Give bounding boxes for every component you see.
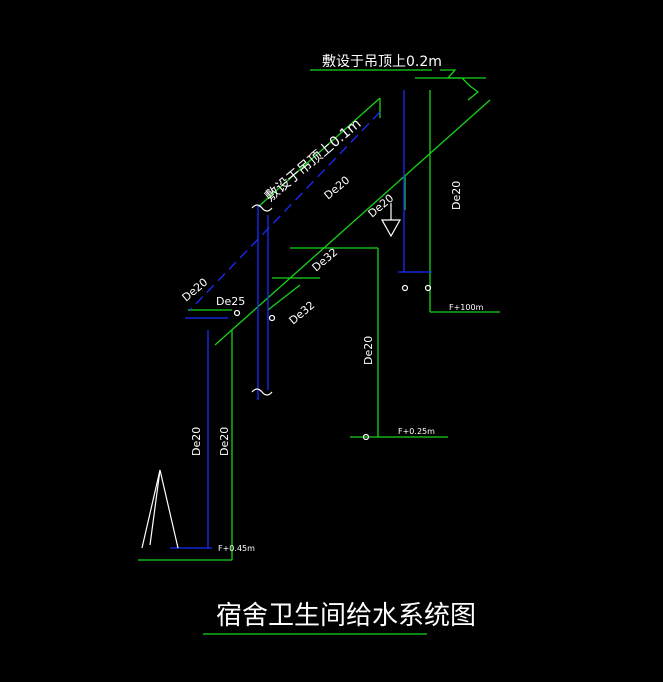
label-de20-left-short: De20 (180, 276, 211, 305)
label-de25: De25 (216, 295, 245, 308)
outlet-1 (401, 284, 409, 292)
outlet-2 (424, 284, 432, 292)
note-ceiling-01: 敷设于吊顶上0.1m (262, 116, 364, 205)
fixture-left-c (149, 469, 161, 546)
break-mark-2 (251, 388, 273, 396)
label-de20-upper-diag: De20 (322, 174, 353, 203)
labels: 敷设于吊顶上0.2m 敷设于吊顶上0.1m De20 De20 De20 De3… (180, 54, 484, 553)
green-pipes (138, 69, 500, 561)
valve-triangle (380, 219, 402, 238)
label-de20-mid-diag: De20 (366, 192, 397, 221)
note-ceiling-02: 敷设于吊顶上0.2m (322, 54, 442, 70)
blue-pipes (170, 90, 432, 549)
valve-de25 (233, 309, 241, 317)
fixture-left-a (141, 469, 161, 549)
main-diagonal-pipe (214, 99, 491, 346)
elev-f025: F+0.25m (398, 427, 435, 436)
fixtures (141, 203, 432, 549)
break-mark-1 (251, 204, 273, 212)
label-de20-center-vert: De20 (362, 336, 375, 365)
label-de32-b: De32 (287, 299, 318, 328)
label-de20-left-vert-b: De20 (218, 427, 231, 456)
elev-f045: F+0.45m (218, 544, 255, 553)
label-de20-left-vert-a: De20 (190, 427, 203, 456)
upper-diagonal-pipe (257, 97, 381, 208)
elev-f100: F+100m (449, 303, 484, 312)
zigzag-top (440, 69, 480, 101)
blue-diagonal (189, 111, 381, 311)
label-de32-a: De32 (310, 246, 341, 275)
label-de20-right-vert: De20 (450, 181, 463, 210)
valve-de32b (268, 314, 276, 322)
outlet-3 (362, 433, 370, 441)
diagram-title: 宿舍卫生间给水系统图 (216, 601, 476, 631)
de32b-branch (267, 284, 301, 311)
fixture-left-b (159, 469, 179, 549)
